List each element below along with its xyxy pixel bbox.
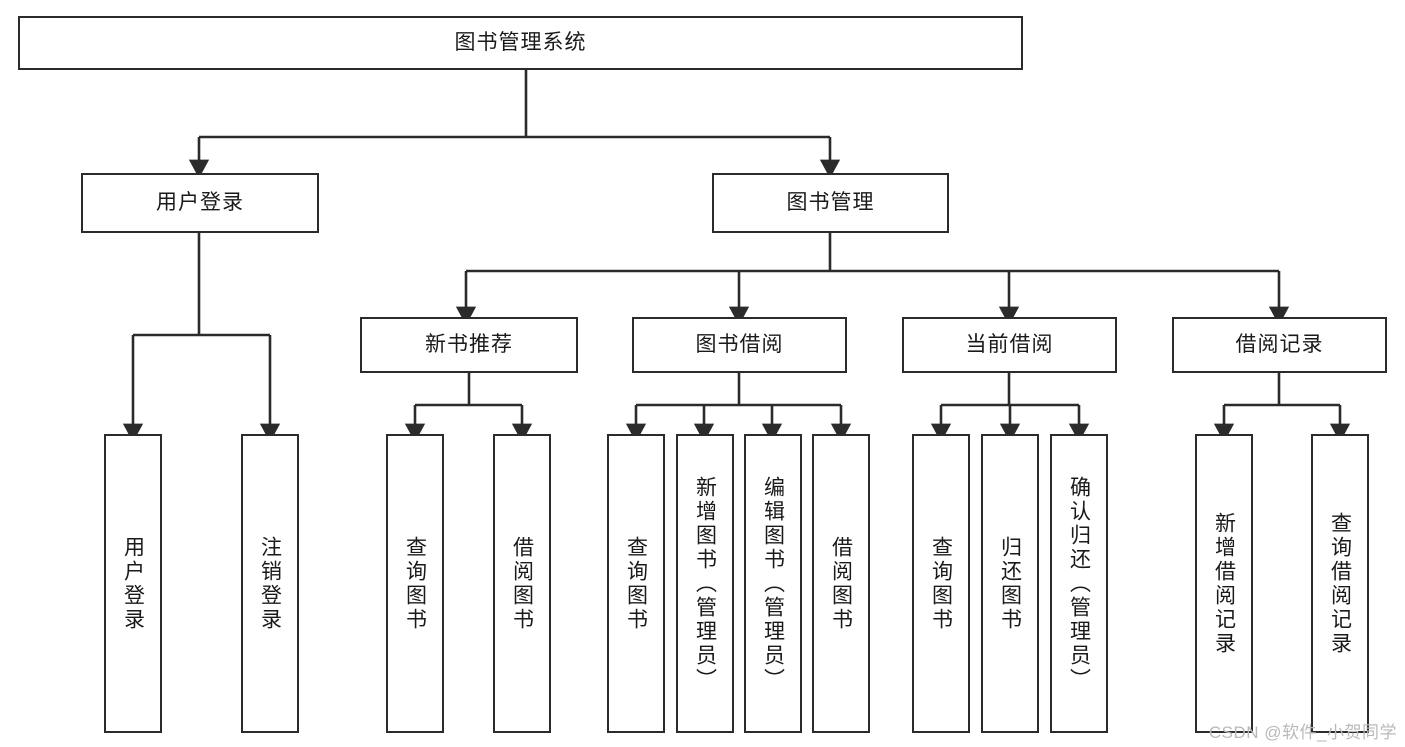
node-label: 查询图书: [624, 535, 648, 632]
node-label: 用户登录: [121, 535, 145, 632]
node-label: 图书管理: [786, 191, 875, 215]
node-label: 用户登录: [156, 191, 244, 215]
node-label: 图书管理系统: [454, 31, 587, 55]
node-label: 当前借阅: [965, 333, 1054, 357]
node-leaf-add-record[interactable]: 新增借阅记录: [1195, 434, 1253, 733]
node-leaf-edit-book[interactable]: 编辑图书（管理员）: [744, 434, 802, 733]
node-user-login[interactable]: 用户登录: [81, 173, 319, 233]
node-leaf-query-book-2[interactable]: 查询图书: [607, 434, 665, 733]
node-leaf-borrow-book-2[interactable]: 借阅图书: [812, 434, 870, 733]
node-leaf-query-book-1[interactable]: 查询图书: [386, 434, 444, 733]
node-current-borrow[interactable]: 当前借阅: [902, 317, 1117, 373]
node-leaf-user-login[interactable]: 用户登录: [104, 434, 162, 733]
node-leaf-query-book-3[interactable]: 查询图书: [912, 434, 970, 733]
node-new-book-recommend[interactable]: 新书推荐: [360, 317, 578, 373]
node-leaf-logout-login[interactable]: 注销登录: [241, 434, 299, 733]
node-leaf-confirm-return[interactable]: 确认归还（管理员）: [1050, 434, 1108, 733]
node-label: 编辑图书（管理员）: [761, 475, 785, 692]
node-leaf-return-book[interactable]: 归还图书: [981, 434, 1039, 733]
node-label: 新增借阅记录: [1212, 511, 1236, 656]
node-book-management[interactable]: 图书管理: [712, 173, 949, 233]
node-leaf-borrow-book-1[interactable]: 借阅图书: [493, 434, 551, 733]
node-label: 查询图书: [929, 535, 953, 632]
node-label: 归还图书: [998, 535, 1022, 632]
csdn-watermark: CSDN @软件_小贺同学: [1208, 723, 1397, 742]
node-label: 借阅图书: [829, 535, 853, 632]
node-label: 借阅图书: [510, 535, 534, 632]
node-label: 新增图书（管理员）: [693, 475, 717, 692]
node-leaf-add-book[interactable]: 新增图书（管理员）: [676, 434, 734, 733]
node-label: 借阅记录: [1235, 333, 1324, 357]
node-root-book-management-system[interactable]: 图书管理系统: [18, 16, 1023, 70]
node-label: 新书推荐: [425, 333, 513, 357]
node-borrow-record[interactable]: 借阅记录: [1172, 317, 1387, 373]
node-leaf-query-record[interactable]: 查询借阅记录: [1311, 434, 1369, 733]
node-book-borrow[interactable]: 图书借阅: [632, 317, 847, 373]
node-label: 图书借阅: [695, 333, 784, 357]
node-label: 查询图书: [403, 535, 427, 632]
node-label: 注销登录: [258, 535, 282, 632]
node-label: 确认归还（管理员）: [1067, 475, 1091, 692]
node-label: 查询借阅记录: [1328, 511, 1352, 656]
